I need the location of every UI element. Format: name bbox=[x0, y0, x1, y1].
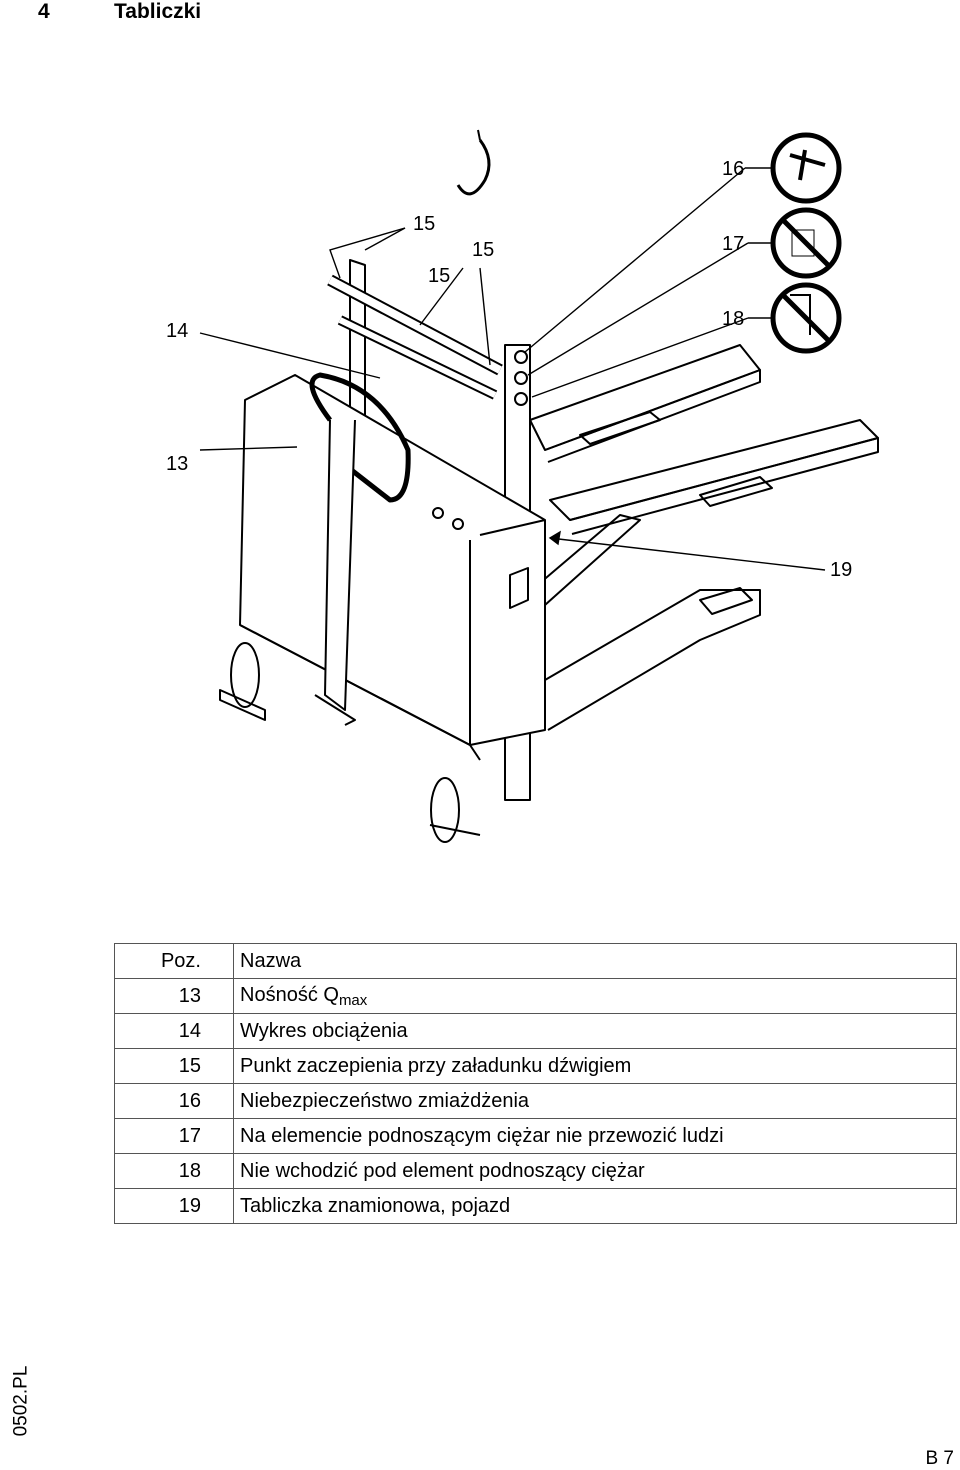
callout-15: 15 bbox=[428, 265, 450, 287]
table-row: 15 Punkt zaczepienia przy załadunku dźwi… bbox=[114, 1048, 957, 1084]
legend-pos: 15 bbox=[114, 1048, 234, 1084]
legend-name: Nośność Qmax bbox=[233, 978, 957, 1014]
table-row: 16 Niebezpieczeństwo zmiażdżenia bbox=[114, 1083, 957, 1119]
legend-name: Nie wchodzić pod element podnoszący cięż… bbox=[233, 1153, 957, 1189]
legend-pos: 14 bbox=[114, 1013, 234, 1049]
callout-15: 15 bbox=[472, 239, 494, 261]
callout-13: 13 bbox=[166, 453, 188, 475]
legend-pos: 19 bbox=[114, 1188, 234, 1224]
legend-table: Poz. Nazwa 13 Nośność Qmax 14 Wykres obc… bbox=[114, 943, 957, 1224]
table-row: 18 Nie wchodzić pod element podnoszący c… bbox=[114, 1153, 957, 1189]
legend-name: Tabliczka znamionowa, pojazd bbox=[233, 1188, 957, 1224]
legend-name-subscript: max bbox=[338, 991, 368, 1009]
legend-pos: 18 bbox=[114, 1153, 234, 1189]
legend-name: Niebezpieczeństwo zmiażdżenia bbox=[233, 1083, 957, 1119]
legend-name: Na elemencie podnoszącym ciężar nie prze… bbox=[233, 1118, 957, 1154]
document-code: 0502.PL bbox=[10, 1365, 32, 1437]
callout-18: 18 bbox=[722, 308, 744, 330]
legend-pos: 16 bbox=[114, 1083, 234, 1119]
callout-14: 14 bbox=[166, 320, 188, 342]
legend-name-text: Nośność Q bbox=[240, 983, 339, 1006]
table-row: 19 Tabliczka znamionowa, pojazd bbox=[114, 1188, 957, 1224]
table-row: 14 Wykres obciążenia bbox=[114, 1013, 957, 1049]
section-heading: 4 Tabliczki bbox=[38, 0, 201, 24]
legend-pos: 17 bbox=[114, 1118, 234, 1154]
pallet-truck-illustration: 16 17 18 14 13 15 15 15 19 bbox=[166, 129, 879, 843]
legend-header-row: Poz. Nazwa bbox=[114, 943, 957, 979]
table-row: 13 Nośność Qmax bbox=[114, 978, 957, 1014]
legend-name: Wykres obciążenia bbox=[233, 1013, 957, 1049]
legend-header-pos: Poz. bbox=[114, 943, 234, 979]
callout-17: 17 bbox=[722, 233, 744, 255]
callout-16: 16 bbox=[722, 158, 744, 180]
callout-15: 15 bbox=[413, 213, 435, 235]
legend-header-name: Nazwa bbox=[233, 943, 957, 979]
table-row: 17 Na elemencie podnoszącym ciężar nie p… bbox=[114, 1118, 957, 1154]
section-title: Tabliczki bbox=[114, 0, 202, 23]
legend-pos: 13 bbox=[114, 978, 234, 1014]
section-number: 4 bbox=[38, 0, 50, 23]
callout-19: 19 bbox=[830, 559, 852, 581]
legend-name: Punkt zaczepienia przy załadunku dźwigie… bbox=[233, 1048, 957, 1084]
page-number: B 7 bbox=[925, 1448, 954, 1469]
